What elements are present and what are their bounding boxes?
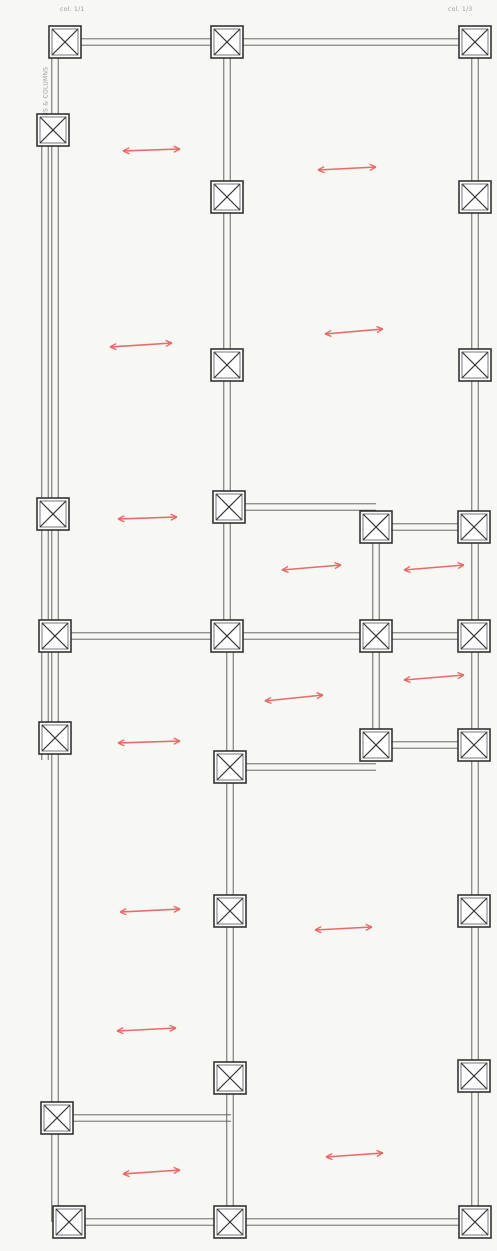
column-10: [359, 510, 393, 544]
column-1: [210, 25, 244, 59]
span-arrow-8: [403, 671, 465, 684]
sheet-top-right-note: col. 1/3: [448, 6, 473, 13]
column-23: [457, 1059, 491, 1093]
column-24: [40, 1101, 74, 1135]
column-16: [38, 721, 72, 755]
span-arrow-0: [122, 145, 181, 155]
span-arrow-10: [119, 905, 181, 916]
column-12: [38, 619, 72, 653]
column-3: [36, 113, 70, 147]
column-4: [210, 180, 244, 214]
span-arrow-5: [281, 561, 342, 574]
span-arrow-4: [117, 513, 178, 523]
column-18: [359, 728, 393, 762]
beams-layer: [41, 38, 479, 1226]
span-arrow-12: [116, 1024, 177, 1035]
columns-layer: [36, 25, 492, 1239]
column-21: [457, 894, 491, 928]
column-8: [36, 497, 70, 531]
arrows-layer: [109, 145, 465, 1178]
span-arrow-6: [403, 561, 465, 574]
column-22: [213, 1061, 247, 1095]
column-5: [458, 180, 492, 214]
column-13: [210, 619, 244, 653]
column-19: [457, 728, 491, 762]
span-arrow-14: [325, 1149, 384, 1161]
column-26: [213, 1205, 247, 1239]
column-0: [48, 25, 82, 59]
column-6: [210, 348, 244, 382]
span-arrow-3: [324, 325, 384, 338]
span-arrow-13: [122, 1166, 181, 1178]
column-14: [359, 619, 393, 653]
column-27: [458, 1205, 492, 1239]
span-arrow-11: [314, 923, 373, 934]
column-17: [213, 750, 247, 784]
column-15: [457, 619, 491, 653]
column-9: [212, 490, 246, 524]
column-20: [213, 894, 247, 928]
span-arrow-9: [117, 737, 181, 747]
span-arrow-1: [317, 163, 377, 174]
column-2: [458, 25, 492, 59]
column-7: [458, 348, 492, 382]
span-arrow-2: [109, 339, 173, 351]
column-25: [52, 1205, 86, 1239]
sheet-top-left-note: col. 1/1: [60, 6, 85, 13]
span-arrow-7: [264, 691, 324, 705]
column-11: [457, 510, 491, 544]
